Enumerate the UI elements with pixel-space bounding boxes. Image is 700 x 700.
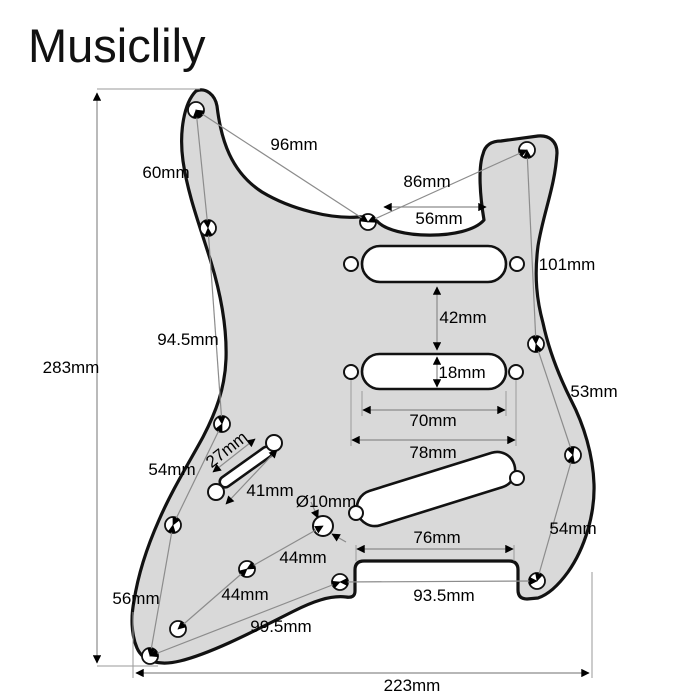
dim-label-96mm: 96mm (270, 135, 317, 154)
leader-line-pot-diameter (310, 501, 319, 519)
dim-label-93-5mm: 93.5mm (413, 586, 474, 605)
dim-label-86mm: 86mm (403, 172, 450, 191)
dimension-line-99-5 (149, 580, 341, 658)
dimension-line-94-5 (204, 227, 226, 425)
dimension-line-60 (192, 109, 212, 229)
pickup-screw-hole (343, 364, 359, 380)
dim-label-44mm-lower: 44mm (221, 585, 268, 604)
dimension-line-53 (534, 343, 575, 456)
dimension-line-41 (225, 449, 278, 505)
dimension-line-54-right (535, 454, 575, 582)
dim-label-99-5mm: 99.5mm (250, 617, 311, 636)
dim-label-54mm-left: 54mm (148, 460, 195, 479)
dim-label-42mm: 42mm (439, 308, 486, 327)
neck-pickup-slot (360, 244, 508, 284)
pickup-screw-hole (343, 256, 359, 272)
pickup-screw-hole (508, 364, 524, 380)
dim-label-78mm: 78mm (409, 443, 456, 462)
dim-label-283mm: 283mm (43, 358, 100, 377)
dim-label-223mm: 223mm (384, 676, 441, 695)
dim-label-pot-diameter: Ø10mm (296, 492, 356, 511)
dim-label-60mm: 60mm (142, 163, 189, 182)
dim-label-56mm-neck: 56mm (415, 209, 462, 228)
pickup-screw-hole (509, 470, 525, 486)
dim-label-44mm-upper: 44mm (279, 548, 326, 567)
leader-line-pot-diameter (331, 533, 347, 543)
pickup-screw-hole (509, 256, 525, 272)
dimension-line-96 (195, 109, 369, 223)
dim-label-53mm: 53mm (570, 382, 617, 401)
switch-screw-hole (265, 434, 283, 452)
dim-label-41mm: 41mm (246, 481, 293, 500)
dim-label-56mm-lower: 56mm (112, 589, 159, 608)
dimension-line-101 (523, 149, 540, 345)
dim-label-70mm: 70mm (409, 411, 456, 430)
dim-label-18mm: 18mm (438, 363, 485, 382)
switch-screw-hole (207, 483, 225, 501)
dim-label-94-5mm: 94.5mm (157, 330, 218, 349)
dimension-line-44-upper (246, 525, 324, 570)
dim-label-54mm-right: 54mm (549, 519, 596, 538)
pickup-screw-hole (348, 505, 364, 521)
dim-label-76mm: 76mm (413, 528, 460, 547)
brand-logo: Musiclily (28, 19, 206, 72)
dimension-line-93-5 (339, 576, 538, 587)
dim-label-101mm: 101mm (539, 255, 596, 274)
